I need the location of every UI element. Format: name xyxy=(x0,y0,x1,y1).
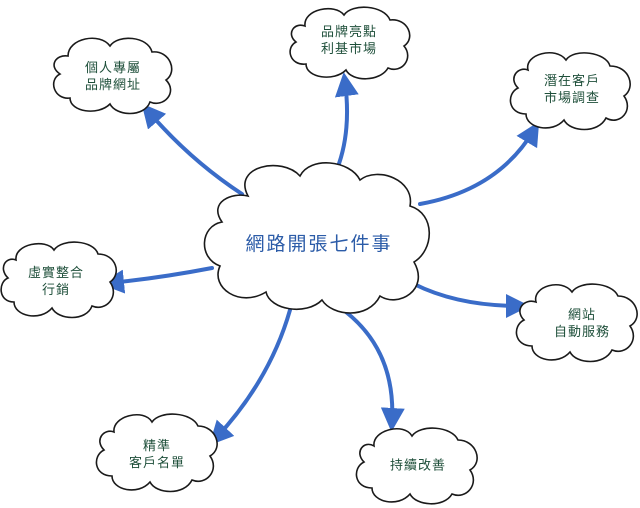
arrow-to-improve xyxy=(344,310,405,432)
node-label-precise-customer-list: 精準 客戶名單 xyxy=(128,439,186,471)
arrow-to-customers xyxy=(209,308,292,446)
cloud-personal xyxy=(52,37,173,115)
cloud-improve xyxy=(355,427,478,505)
cloud-brand xyxy=(289,6,411,80)
arrow-to-integration xyxy=(100,266,214,294)
arrow-to-research xyxy=(418,121,540,206)
node-label-integrated-marketing: 虛實整合 行銷 xyxy=(27,266,85,298)
center-topic-label: 網路開張七件事 xyxy=(245,233,393,255)
cloud-center xyxy=(203,162,431,314)
cloud-customers xyxy=(95,413,218,493)
arrow-to-brand xyxy=(333,72,359,176)
node-label-brand-niche: 品牌亮點 利基市場 xyxy=(320,25,378,57)
cloud-automation xyxy=(515,283,638,363)
cloud-integration xyxy=(0,241,118,319)
node-label-site-automation: 網站 自動服務 xyxy=(553,308,611,340)
node-label-personal-brand-url: 個人專屬 品牌網址 xyxy=(84,61,142,93)
arrow-to-personal xyxy=(141,103,244,196)
arrow-to-automation xyxy=(412,282,530,318)
cloud-research xyxy=(509,52,631,131)
node-label-continuous-improvement: 持續改善 xyxy=(389,458,447,474)
node-label-market-research: 潛在客戶 市場調查 xyxy=(543,74,601,106)
